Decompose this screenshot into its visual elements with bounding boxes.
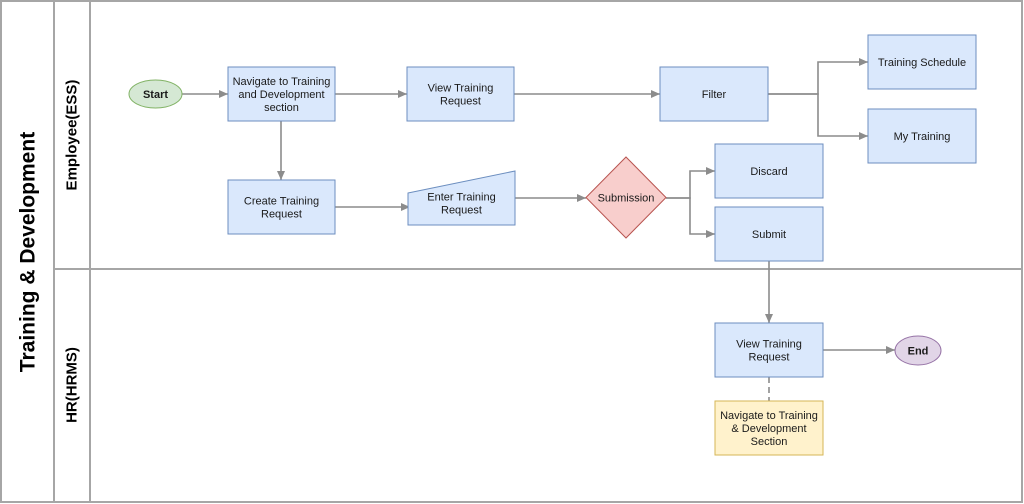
node-label: My Training (894, 131, 951, 143)
node-label: Submit (752, 229, 786, 241)
node-label: End (908, 346, 929, 358)
node-shape (227, 66, 336, 122)
node-shape (867, 34, 977, 90)
node-end: End (894, 335, 942, 366)
node-training-schedule: Training Schedule (867, 34, 977, 90)
node-shape (894, 335, 942, 366)
node-shape (227, 179, 336, 235)
pool-title: Training & Development (17, 132, 40, 372)
node-start: Start (128, 79, 183, 109)
edge-submission-to-submit (666, 197, 715, 238)
node-shape (714, 206, 824, 262)
node-shape (867, 108, 977, 164)
node-label: Training Schedule (878, 57, 966, 69)
node-shape (128, 79, 183, 109)
node-shape (714, 322, 824, 378)
node-submit: Submit (714, 206, 824, 262)
node-shape (585, 156, 667, 239)
node-submission: Submission (585, 156, 667, 239)
node-shape (659, 66, 769, 122)
node-label: Filter (702, 89, 727, 101)
edges-layer (182, 58, 895, 401)
node-label: Submission (598, 193, 655, 205)
node-shape (714, 400, 824, 456)
node-shape (714, 143, 824, 199)
node-shape (407, 170, 516, 226)
node-discard: Discard (714, 143, 824, 199)
lane-title-ess: Employee(ESS) (64, 80, 81, 191)
node-label: Discard (750, 166, 787, 178)
node-label: Start (143, 89, 168, 101)
node-my-training: My Training (867, 108, 977, 164)
node-filter: Filter (659, 66, 769, 122)
edge-filter-to-my-training (768, 93, 868, 140)
lane-title-hrms: HR(HRMS) (64, 347, 81, 423)
node-shape (406, 66, 515, 122)
